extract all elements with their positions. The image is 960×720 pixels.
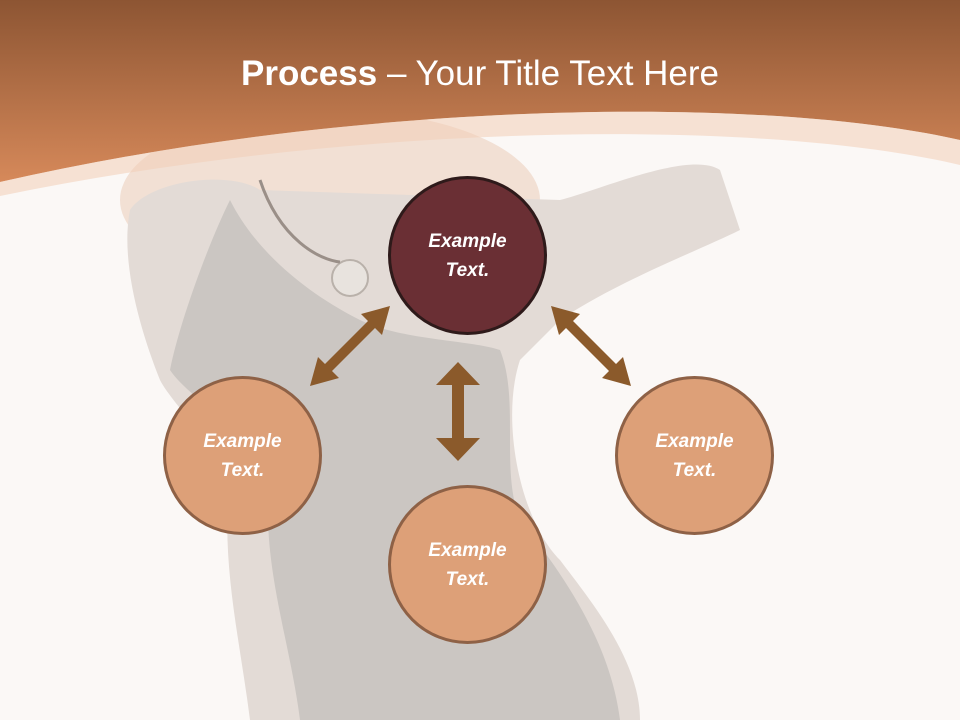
header-curve-highlight — [0, 111, 960, 196]
node-bottom-label: Example Text. — [428, 539, 507, 590]
node-center-label: Example Text. — [428, 230, 507, 281]
title-bold: Process — [241, 54, 378, 93]
node-center: Example Text. — [388, 176, 547, 335]
double-arrow-center-right — [551, 306, 631, 386]
double-arrow-center-bottom — [436, 362, 480, 461]
node-left-label: Example Text. — [203, 430, 282, 481]
title-rest: – Your Title Text Here — [377, 54, 719, 93]
node-left: Example Text. — [163, 376, 322, 535]
double-arrow-center-left — [310, 306, 390, 386]
node-right-label: Example Text. — [655, 430, 734, 481]
slide-title: Process – Your Title Text Here — [0, 52, 960, 96]
node-bottom: Example Text. — [388, 485, 547, 644]
node-right: Example Text. — [615, 376, 774, 535]
arrows — [310, 306, 631, 461]
header-band — [0, 0, 960, 182]
